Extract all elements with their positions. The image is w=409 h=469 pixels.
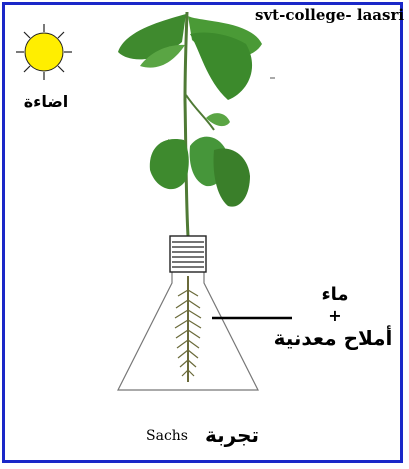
credit-text: svt-college- laasri xyxy=(255,6,404,24)
flask-stopper xyxy=(170,236,206,272)
sun-icon xyxy=(16,24,72,80)
plant-root xyxy=(175,276,201,382)
light-label: اضاءة xyxy=(10,92,82,111)
caption-experiment: تجربة xyxy=(205,423,259,447)
plant-stem xyxy=(185,12,188,236)
plus-label: + xyxy=(300,306,370,325)
mineral-salts-label: أملاح معدنية xyxy=(258,326,408,350)
caption-name: Sachs xyxy=(146,428,188,444)
plant-leaves xyxy=(118,14,262,207)
water-label: ماء xyxy=(300,284,370,305)
